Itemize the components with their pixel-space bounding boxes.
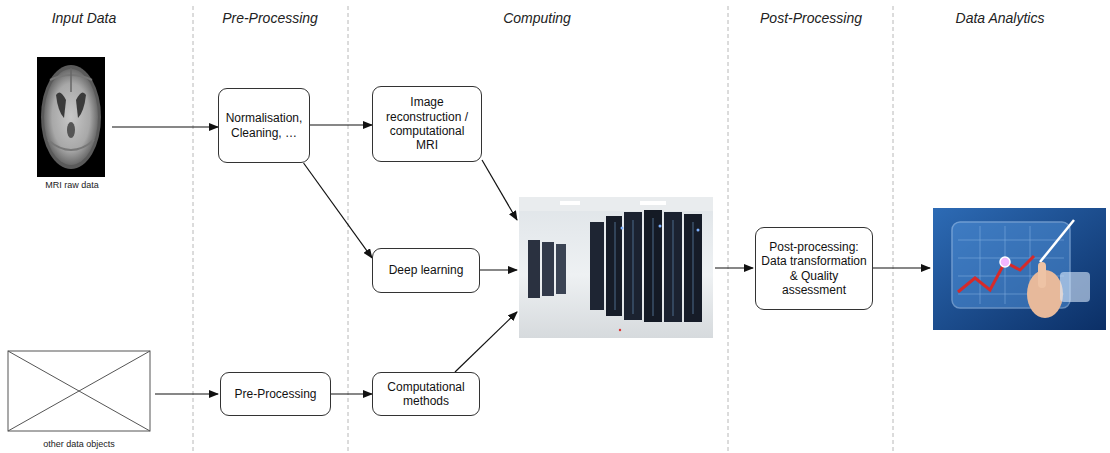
box-label: Post-processing: Data transformation & Q… xyxy=(761,240,867,298)
server-photo xyxy=(519,197,713,338)
process-box: Deep learning xyxy=(372,248,480,293)
column-header: Pre-Processing xyxy=(222,10,318,26)
box-label: Pre-Processing xyxy=(234,387,316,401)
process-box: Post-processing: Data transformation & Q… xyxy=(755,227,873,310)
box-text: Computational methods xyxy=(378,380,474,409)
box-text: Post-processing: Data transformation & Q… xyxy=(761,240,867,298)
image-caption: other data objects xyxy=(42,439,116,449)
column-separators xyxy=(193,6,893,453)
analytics-photo xyxy=(933,208,1106,330)
layout-arrows xyxy=(112,127,930,394)
box-label: Computational methods xyxy=(378,380,474,409)
placeholder-image xyxy=(8,351,150,431)
process-box: Pre-Processing xyxy=(220,372,331,416)
box-text: Image reconstruction / computational MRI xyxy=(378,95,476,153)
flow-arrow xyxy=(310,124,372,125)
flow-arrow xyxy=(331,393,372,394)
box-text: Deep learning xyxy=(389,263,464,277)
column-header: Data Analytics xyxy=(956,10,1045,26)
process-box: Image reconstruction / computational MRI xyxy=(372,86,482,162)
box-text: Normalisation, Cleaning, … xyxy=(224,111,304,140)
process-box: Computational methods xyxy=(372,372,480,416)
process-box: Normalisation, Cleaning, … xyxy=(218,88,310,163)
column-header: Computing xyxy=(503,10,571,26)
column-header: Post-Processing xyxy=(760,10,862,26)
image-caption: MRI raw data xyxy=(44,180,100,190)
box-text: Pre-Processing xyxy=(234,387,316,401)
column-header: Input Data xyxy=(52,10,117,26)
mri-image xyxy=(37,57,105,177)
flow-arrow xyxy=(304,163,372,258)
box-label: Image reconstruction / computational MRI xyxy=(378,95,476,153)
box-label: Deep learning xyxy=(389,263,464,277)
box-label: Normalisation, Cleaning, … xyxy=(224,111,304,140)
